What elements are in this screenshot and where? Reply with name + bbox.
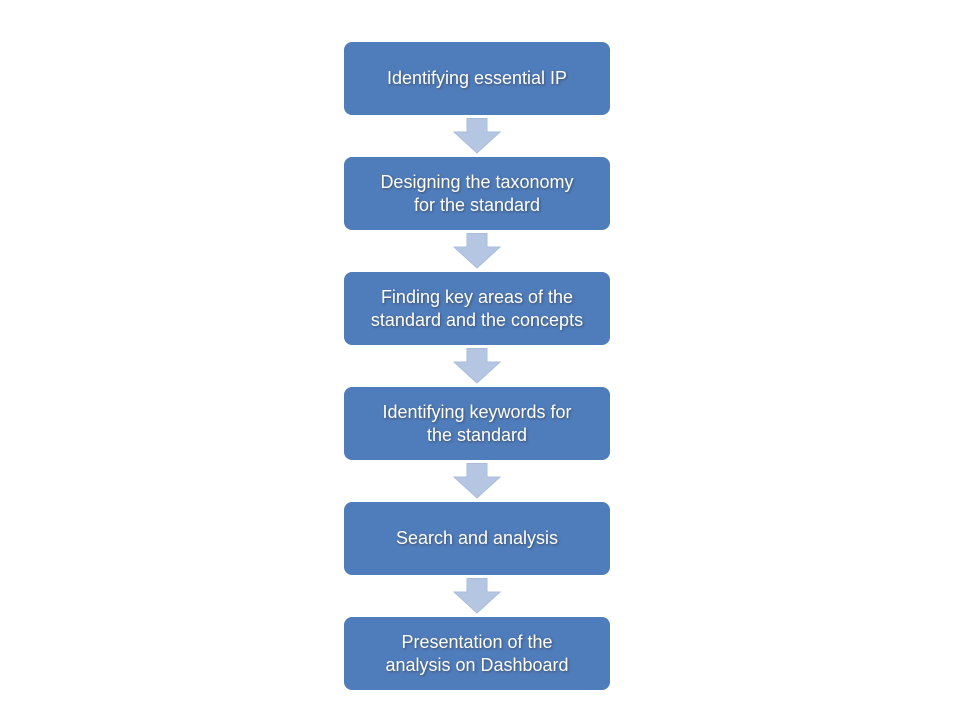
process-box-label: Identifying essential IP — [386, 68, 568, 89]
process-box-1: Identifying essential IP — [344, 42, 610, 115]
down-arrow-icon — [453, 345, 501, 387]
down-arrow-icon — [453, 460, 501, 502]
down-arrow-icon — [453, 230, 501, 272]
process-box-6: Presentation of the analysis on Dashboar… — [344, 617, 610, 690]
process-box-4: Identifying keywords for the standard — [344, 387, 610, 460]
process-box-label: Presentation of the analysis on Dashboar… — [385, 632, 569, 675]
process-box-2: Designing the taxonomy for the standard — [344, 157, 610, 230]
process-box-3: Finding key areas of the standard and th… — [344, 272, 610, 345]
process-box-label: Search and analysis — [395, 528, 559, 549]
process-box-label: Designing the taxonomy for the standard — [380, 172, 574, 215]
process-box-label: Identifying keywords for the standard — [382, 402, 572, 445]
process-box-5: Search and analysis — [344, 502, 610, 575]
process-flow-diagram: Identifying essential IP Designing the t… — [344, 42, 610, 690]
down-arrow-icon — [453, 575, 501, 617]
process-box-label: Finding key areas of the standard and th… — [370, 287, 584, 330]
down-arrow-icon — [453, 115, 501, 157]
